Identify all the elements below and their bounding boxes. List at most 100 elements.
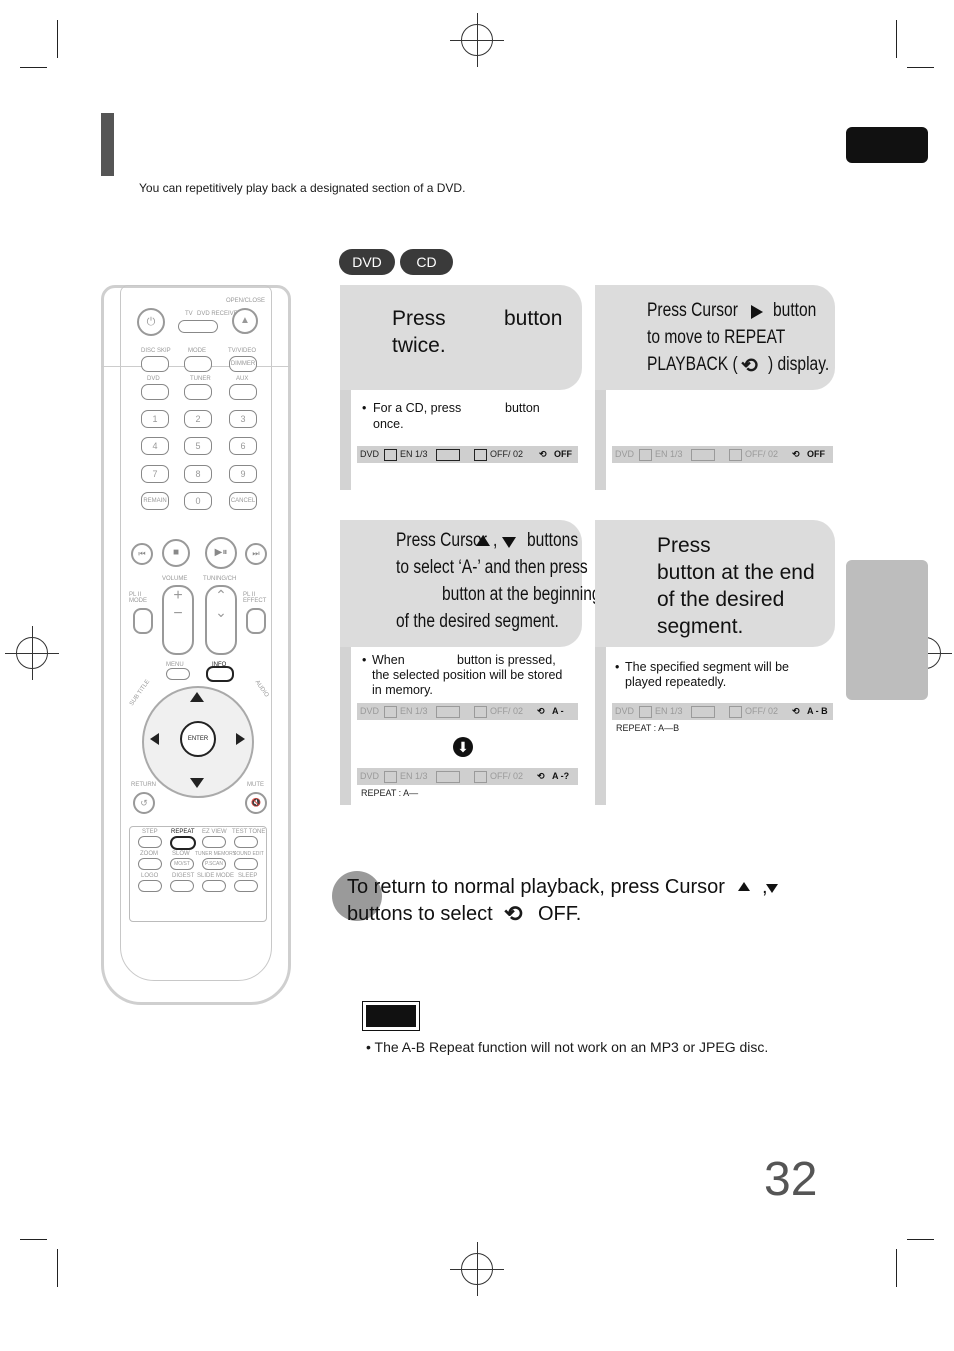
pl2-mode-button[interactable]: [133, 608, 153, 634]
angle-icon: [639, 703, 654, 720]
pl2-effect-label: PL II EFFECT: [243, 592, 267, 604]
p-scan-button[interactable]: P.SCAN: [202, 858, 226, 870]
osd-sub: OFF/ 02: [745, 706, 779, 716]
repeat-icon: ⟲: [504, 901, 523, 926]
mode-label: MODE: [188, 348, 206, 354]
return-label: RETURN: [131, 782, 156, 788]
remain-button[interactable]: REMAIN: [141, 492, 169, 510]
step4-panel: [595, 520, 835, 647]
digit-3-button[interactable]: 3: [229, 410, 257, 428]
digit-0-button[interactable]: 0: [184, 492, 212, 510]
remote-control-inner: [120, 285, 272, 981]
audio-icon: [436, 768, 462, 785]
osd-sub: OFF/ 02: [490, 449, 524, 459]
nav-up-icon[interactable]: [190, 692, 204, 702]
osd-lang: EN 1/3: [655, 449, 683, 459]
stop-icon[interactable]: ■: [162, 539, 190, 567]
audio-icon: [436, 446, 462, 463]
pl2-mode-label: PL II MODE: [129, 592, 147, 604]
return-line2a: buttons to select: [347, 903, 493, 925]
step3-panel: [340, 520, 582, 647]
digest-label: DIGEST: [172, 873, 195, 879]
skip-forward-icon[interactable]: ⏭: [245, 543, 267, 565]
aux-button[interactable]: [229, 384, 257, 400]
nav-right-icon[interactable]: [236, 733, 245, 745]
osd-dvd: DVD: [615, 706, 635, 716]
digit-5-button[interactable]: 5: [184, 437, 212, 455]
repeat-icon: ⟲: [741, 355, 758, 377]
step-button[interactable]: [138, 836, 162, 848]
repeat-status: REPEAT : A—: [361, 788, 419, 798]
audio-icon: [436, 703, 462, 720]
repeat-status: REPEAT : A—B: [616, 723, 680, 733]
osd-repeat: OFF: [554, 449, 572, 459]
sound-edit-label: SOUND EDIT: [233, 851, 264, 857]
menu-button[interactable]: [166, 668, 190, 680]
slide-mode-button[interactable]: [202, 880, 226, 892]
digit-4-button[interactable]: 4: [141, 437, 169, 455]
tuning-rocker[interactable]: ⌃⌄: [205, 585, 237, 655]
return-icon[interactable]: ↺: [133, 792, 155, 814]
mode-button[interactable]: [184, 356, 212, 372]
subtitle-icon: [729, 703, 744, 720]
disc-skip-button[interactable]: [141, 356, 169, 372]
dimmer-button[interactable]: DIMMER: [229, 356, 257, 372]
osd-dvd: DVD: [360, 771, 380, 781]
ez-view-button[interactable]: [202, 836, 226, 848]
power-button[interactable]: ⏻: [137, 308, 165, 336]
play-pause-icon[interactable]: ▶⏸: [205, 537, 237, 569]
digest-button[interactable]: [170, 880, 194, 892]
repeat-button[interactable]: [170, 836, 196, 850]
mo-st-button[interactable]: MO/ST: [170, 858, 194, 870]
note-text: • The A-B Repeat function will not work …: [366, 1039, 769, 1055]
tuning-ch-label: TUNING/CH: [203, 576, 237, 582]
registration-mark: [5, 626, 59, 680]
cancel-button[interactable]: CANCEL: [229, 492, 257, 510]
info-button[interactable]: [206, 666, 234, 682]
digit-7-button[interactable]: 7: [141, 465, 169, 483]
tuner-button[interactable]: [184, 384, 212, 400]
step3-note-2: the selected position will be stored: [372, 668, 563, 682]
disc-skip-label: DISC SKIP: [141, 348, 171, 354]
logo-button[interactable]: [138, 880, 162, 892]
zoom-button[interactable]: [138, 858, 162, 870]
pl2-effect-button[interactable]: [246, 608, 266, 634]
digit-1-button[interactable]: 1: [141, 410, 169, 428]
osd-lang: EN 1/3: [400, 706, 428, 716]
repeat-icon: ⟲: [537, 771, 545, 781]
step1-note-1b: button: [505, 401, 540, 415]
nav-left-icon[interactable]: [150, 733, 159, 745]
open-close-label: OPEN/CLOSE: [226, 298, 266, 304]
digit-2-button[interactable]: 2: [184, 410, 212, 428]
enter-button[interactable]: ENTER: [180, 721, 216, 757]
zoom-label: ZOOM: [140, 851, 158, 857]
dvd-source-label: DVD: [147, 376, 160, 382]
chapter-tab: [846, 127, 928, 163]
page-number: 32: [764, 1153, 818, 1206]
angle-icon: [639, 446, 654, 463]
sleep-button[interactable]: [234, 880, 258, 892]
step3-side: [340, 520, 351, 805]
arrow-down-icon: ⬇: [453, 737, 473, 757]
skip-back-icon[interactable]: ⏮: [131, 543, 153, 565]
tuner-label: TUNER: [190, 376, 211, 382]
mute-icon[interactable]: 🔇: [245, 792, 267, 814]
eject-button[interactable]: ▲: [232, 308, 258, 334]
repeat-icon: ⟲: [539, 449, 547, 459]
step3-line3: button at the beginning: [442, 584, 601, 605]
section-tab: [846, 560, 928, 700]
osd-repeat: A -: [552, 706, 564, 716]
digit-8-button[interactable]: 8: [184, 465, 212, 483]
dvd-source-button[interactable]: [141, 384, 169, 400]
nav-down-icon[interactable]: [190, 778, 204, 788]
test-tone-button[interactable]: [234, 836, 258, 848]
digit-9-button[interactable]: 9: [229, 465, 257, 483]
osd-bar: DVD EN 1/3 OFF/ 02 ⟲ A -: [357, 703, 578, 720]
osd-bar: DVD EN 1/3 OFF/ 02 ⟲ A - B: [612, 703, 833, 720]
volume-rocker[interactable]: +−: [162, 585, 194, 655]
tv-dvd-switch[interactable]: [178, 320, 218, 333]
step4-note-2: played repeatedly.: [625, 675, 727, 689]
sound-edit-button[interactable]: [234, 858, 258, 870]
registration-mark: [450, 1242, 504, 1296]
digit-6-button[interactable]: 6: [229, 437, 257, 455]
